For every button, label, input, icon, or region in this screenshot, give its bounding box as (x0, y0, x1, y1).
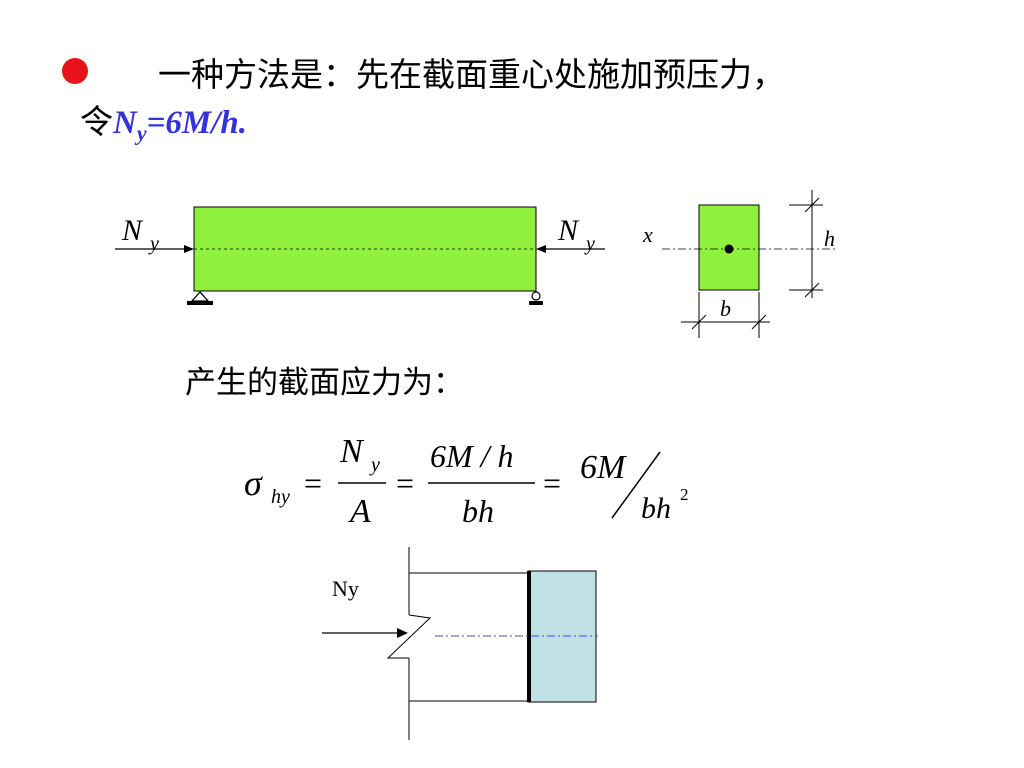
pin-support-base (187, 301, 213, 305)
beam-diagram: N y N y (115, 206, 605, 305)
b-tick-left (691, 314, 707, 330)
bottom-arrowhead (397, 628, 408, 638)
bullet-dot (62, 58, 88, 84)
anchorage-diagram: Ny (322, 547, 598, 740)
width-label-b: b (720, 296, 731, 321)
h-tick-bottom (804, 282, 820, 298)
right-arrowhead (536, 245, 546, 253)
frac2-den: bh (462, 493, 494, 529)
eq-equals-3: = (543, 465, 561, 501)
frac3-den: bh (641, 492, 671, 525)
left-force-N: N (121, 214, 144, 247)
roller-support (531, 291, 541, 301)
height-label-h: h (824, 226, 835, 251)
h-tick-top (804, 197, 820, 213)
eq-sigma: σ (244, 463, 263, 503)
slide-text-line2: 令Ny=6M/h. (80, 95, 247, 147)
formula-N-sub: y (136, 120, 147, 146)
frac3-num: 6M (580, 449, 627, 486)
eq-equals-1: = (304, 465, 322, 501)
axis-label-x: x (642, 222, 653, 247)
formula-rest: =6M/h. (146, 105, 248, 141)
frac3-slash (611, 451, 661, 519)
frac1-num-N: N (339, 433, 365, 470)
formula-N: N (113, 105, 137, 141)
frac1-den: A (348, 493, 371, 530)
line2-prefix: 令 (80, 102, 113, 141)
section-diagram: x h b (642, 190, 838, 338)
eq-sigma-sub: hy (271, 486, 290, 508)
eq-equals-2: = (396, 465, 414, 501)
frac3-den-sup: 2 (680, 485, 689, 504)
frac1-num-sub: y (369, 454, 380, 476)
b-tick-right (751, 314, 767, 330)
stress-subtitle: 产生的截面应力为： (185, 365, 464, 401)
left-arrowhead (184, 245, 194, 253)
break-line (386, 614, 432, 659)
bottom-force-label: Ny (332, 576, 359, 601)
right-force-sub: y (584, 233, 595, 255)
roller-support-base (529, 301, 543, 305)
centroid-dot (724, 244, 734, 254)
slide-text-line1: 一种方法是：先在截面重心处施加预压力， (158, 55, 785, 94)
right-force-N: N (557, 214, 580, 247)
frac2-num: 6M / h (430, 438, 514, 474)
pin-support (190, 291, 210, 302)
stress-equation: σ hy = N y A = 6M / h bh = 6M bh 2 (244, 433, 689, 530)
left-force-sub: y (148, 233, 159, 255)
prestress-formula: Ny=6M/h. (113, 105, 248, 146)
